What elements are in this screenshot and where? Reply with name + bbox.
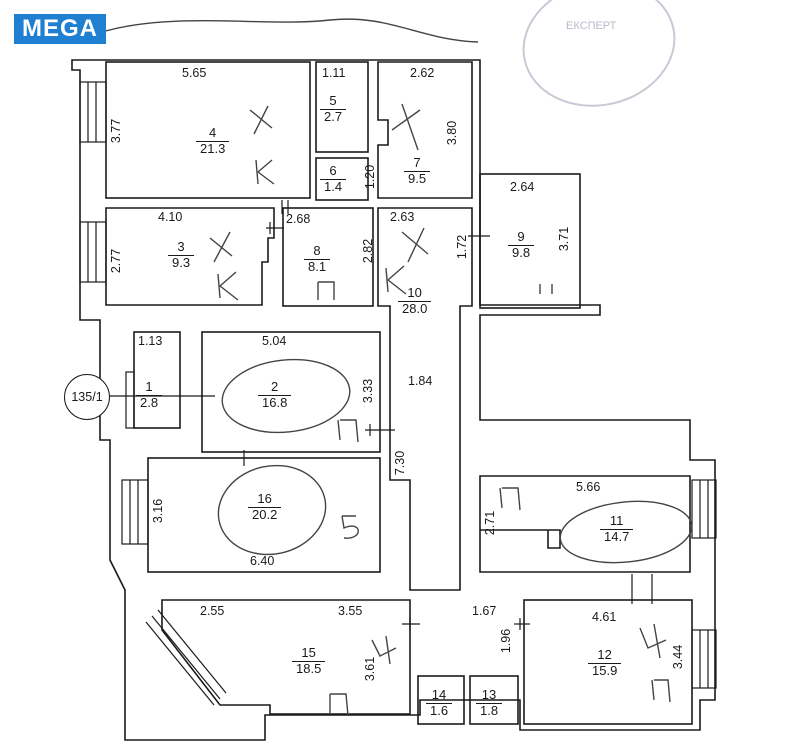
dim-label: 7.30: [393, 450, 408, 476]
dim-label: 2.77: [109, 248, 124, 274]
dim-label: 2.64: [510, 180, 535, 194]
dim-label: 1.96: [499, 628, 514, 654]
dim-label: 5.66: [576, 480, 601, 494]
stamp-text: ЕКСПЕРТ: [566, 20, 617, 32]
pen-marks: [83, 18, 693, 717]
room-10-walls: [377, 207, 473, 591]
dim-label: 2.68: [286, 212, 311, 226]
room-6-walls: [315, 157, 369, 201]
dim-label: 4.10: [158, 210, 183, 224]
dim-label: 3.55: [338, 604, 363, 618]
dim-label: 1.67: [472, 604, 497, 618]
dim-label: 6.40: [250, 554, 275, 568]
dim-label: 2.82: [361, 238, 376, 264]
dim-label: 3.33: [361, 378, 376, 404]
plan-reference-marker: 135/1: [64, 374, 110, 420]
dim-label: 1.13: [138, 334, 163, 348]
room-7-walls: [377, 61, 473, 199]
dim-label: 2.55: [200, 604, 225, 618]
dim-label: 3.61: [363, 656, 378, 682]
mega-logo: MEGA: [14, 14, 106, 44]
dim-label: 1.84: [408, 374, 433, 388]
room-13-walls: [469, 675, 519, 725]
dim-label: 5.04: [262, 334, 287, 348]
dim-label: 2.71: [483, 510, 498, 536]
dim-label: 3.71: [557, 226, 572, 252]
windows: [79, 81, 717, 706]
dim-label: 4.61: [592, 610, 617, 624]
dim-label: 2.62: [410, 66, 435, 80]
dim-label: 3.80: [445, 120, 460, 146]
room-8-walls: [282, 207, 374, 307]
dim-label: 3.44: [671, 644, 686, 670]
dim-label: 1.20: [363, 164, 378, 190]
room-3-walls: [105, 207, 275, 306]
room-5-walls: [315, 61, 369, 153]
dim-label: 5.65: [182, 66, 207, 80]
room-9-walls: [479, 173, 581, 309]
room-2-walls: [201, 331, 381, 453]
door-marks: [243, 200, 653, 630]
room-11-walls: [479, 475, 691, 573]
dim-label: 1.72: [455, 234, 470, 260]
dim-label: 2.63: [390, 210, 415, 224]
dim-label: 1.11: [322, 66, 346, 80]
dim-label: 3.16: [151, 498, 166, 524]
dim-label: 3.77: [109, 118, 124, 144]
room-14-walls: [417, 675, 465, 725]
